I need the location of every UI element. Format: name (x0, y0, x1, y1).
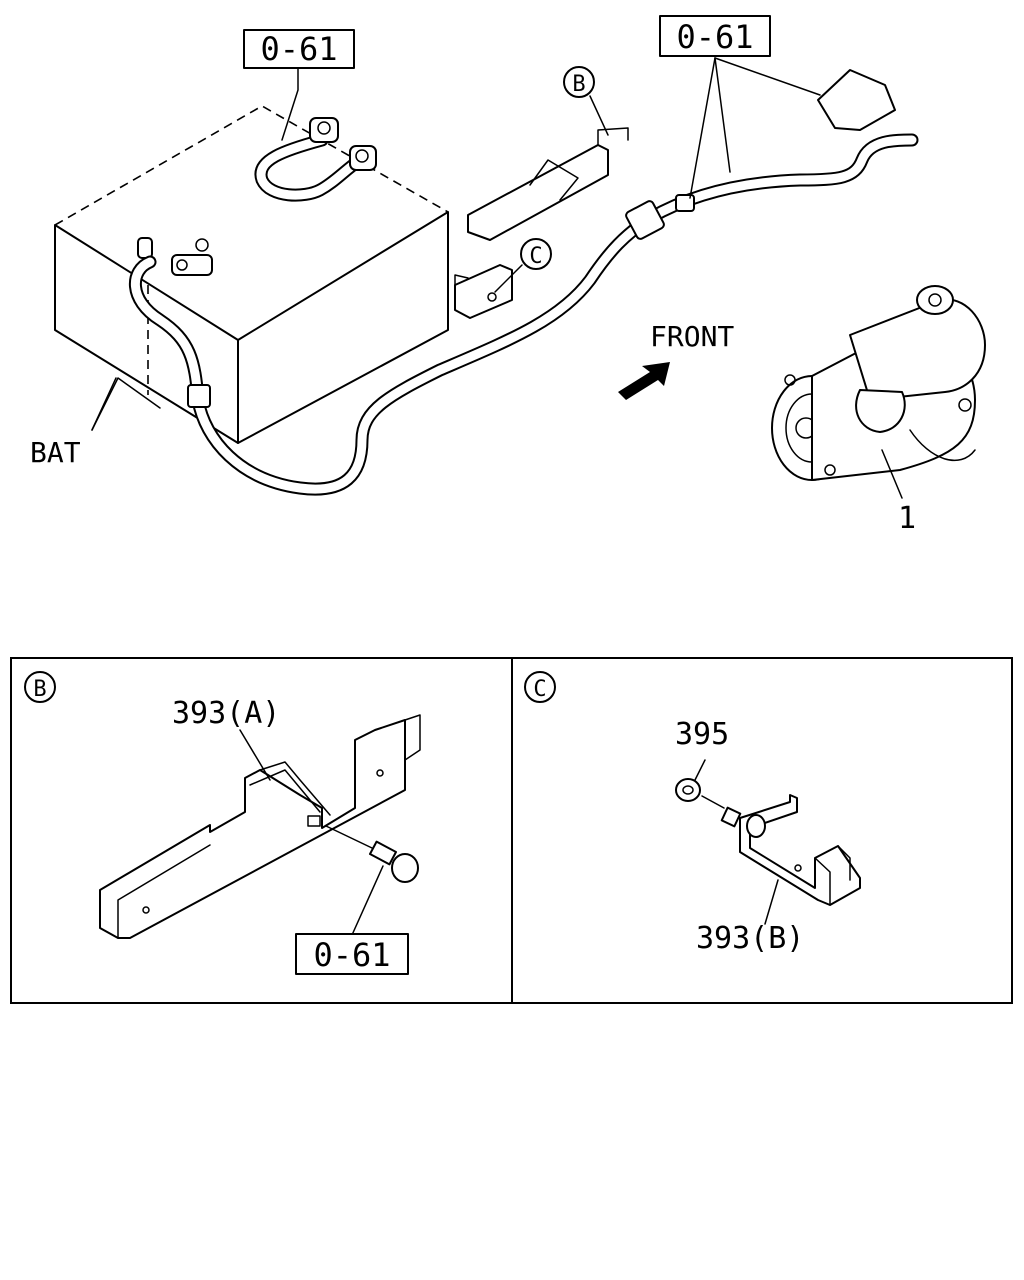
bracket-c-main (454, 264, 513, 319)
item-1-label: 1 (898, 501, 916, 536)
battery-jumper-cable (254, 117, 377, 202)
ref-text-top-right: 0-61 (676, 18, 753, 56)
panel-c-letter: C (533, 677, 546, 702)
callout-b: B (563, 66, 595, 98)
panel-b-letter-circle: B (24, 671, 56, 703)
ref-box-top-left: 0-61 (243, 29, 355, 69)
callout-c-text: C (529, 244, 542, 269)
part-393a-label: 393(A) (172, 696, 280, 731)
panel-b: B 393(A) 0-61 (24, 671, 421, 975)
panel-b-letter: B (33, 677, 46, 702)
bracket-b-main (467, 127, 629, 241)
bracket-393a (99, 714, 421, 939)
front-arrow (618, 362, 670, 400)
bat-label: BAT (30, 436, 81, 469)
bracket-393b (720, 794, 861, 906)
leader-393a (239, 729, 271, 781)
part-393b-label: 393(B) (696, 921, 804, 956)
callout-b-text: B (572, 72, 585, 97)
leader-lines-top (91, 57, 903, 499)
panel-c-letter-circle: C (524, 671, 556, 703)
ref-text-top-left: 0-61 (260, 30, 337, 68)
ref-box-top-right: 0-61 (659, 15, 771, 57)
nut-395 (675, 759, 725, 809)
starter-motor (771, 285, 986, 481)
front-label: FRONT (650, 320, 734, 353)
callout-c: C (520, 238, 552, 270)
bolt-0-61 (325, 825, 419, 883)
part-395-label: 395 (675, 717, 729, 752)
detail-panels-frame (10, 657, 1013, 1004)
leader-bolt (351, 865, 384, 936)
panel-c: C 395 393(B) (524, 671, 861, 956)
ref-box-panel-b: 0-61 (295, 933, 409, 975)
leader-393b (764, 879, 779, 925)
main-battery-cable (129, 69, 919, 496)
ref-text-panel-b: 0-61 (313, 936, 390, 974)
